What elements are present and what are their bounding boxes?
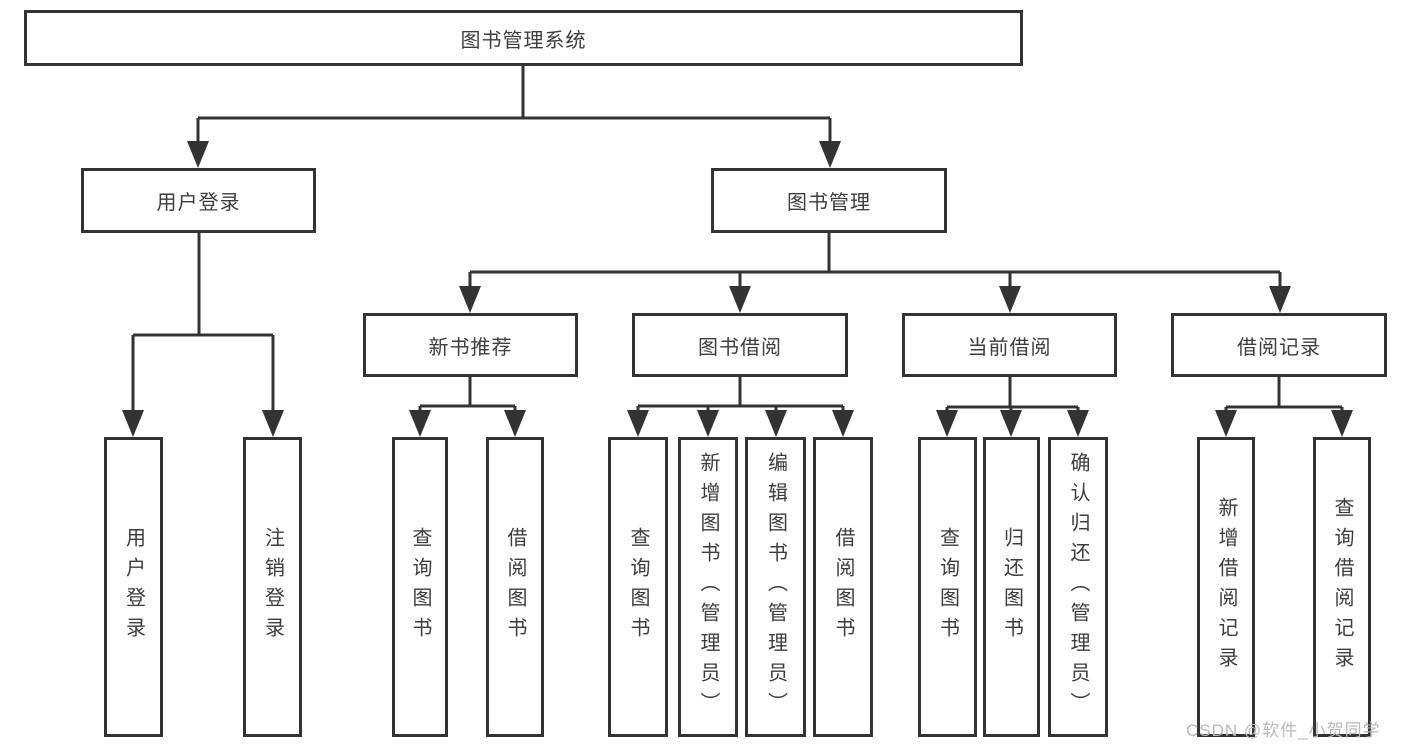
connector-book-borrow-group [636, 377, 845, 415]
node-new-book-recommend: 新书推荐 [363, 313, 578, 377]
arrowhead-leaf-borrow-books-1 [504, 410, 526, 437]
arrowhead-book-management [819, 141, 841, 168]
connector-new-book-recommend-group [418, 377, 517, 415]
leaf-borrow-books-label: 借阅图书 [832, 527, 854, 647]
arrowhead-leaf-add-borrow-record [1215, 410, 1237, 437]
arrowhead-leaf-query-books-3 [936, 410, 958, 437]
node-book-borrow: 图书借阅 [632, 313, 848, 377]
node-borrow-records-label: 借阅记录 [1237, 336, 1321, 359]
leaf-query-borrow-record: 查询借阅记录 [1313, 437, 1371, 737]
node-root-label: 图书管理系统 [460, 29, 587, 52]
leaf-borrow-books-recommend: 借阅图书 [486, 437, 544, 737]
node-user-login-label: 用户登录 [156, 192, 241, 214]
leaf-borrow-books: 借阅图书 [813, 437, 873, 737]
node-book-borrow-label: 图书借阅 [698, 336, 782, 359]
leaf-logout-label: 注销登录 [261, 527, 284, 647]
connector-book-management-to-level3 [468, 233, 1282, 291]
leaf-query-books-borrow-label: 查询图书 [627, 527, 649, 647]
node-current-borrow-label: 当前借阅 [967, 336, 1052, 359]
leaf-logout: 注销登录 [243, 437, 302, 737]
node-current-borrow: 当前借阅 [902, 313, 1117, 377]
connector-current-borrow-group [945, 377, 1080, 415]
leaf-add-borrow-record-label: 新增借阅记录 [1215, 497, 1237, 677]
arrowhead-borrow-records [1269, 286, 1291, 313]
node-book-management-label: 图书管理 [787, 192, 871, 214]
leaf-confirm-return-admin-label: 确认归还（管理员） [1067, 452, 1089, 722]
node-book-management: 图书管理 [711, 168, 947, 233]
connector-borrow-records-group [1224, 377, 1344, 415]
leaf-borrow-books-recommend-label: 借阅图书 [504, 527, 526, 647]
leaf-user-login: 用户登录 [104, 437, 163, 737]
arrowhead-leaf-confirm-return [1067, 410, 1089, 437]
node-user-login: 用户登录 [81, 168, 316, 233]
leaf-add-borrow-record: 新增借阅记录 [1197, 437, 1255, 737]
arrowhead-leaf-login [122, 410, 144, 437]
leaf-return-books: 归还图书 [983, 437, 1040, 737]
leaf-add-books-admin: 新增图书（管理员） [678, 437, 738, 737]
arrowhead-book-borrow [729, 286, 751, 313]
leaf-confirm-return-admin: 确认归还（管理员） [1048, 437, 1108, 737]
watermark: CSDN @软件_小贺同学 [1186, 721, 1381, 740]
arrowhead-user-login [187, 141, 209, 168]
node-borrow-records: 借阅记录 [1171, 313, 1387, 377]
connector-root-to-level2 [196, 66, 832, 146]
leaf-query-borrow-record-label: 查询借阅记录 [1331, 497, 1353, 677]
arrowhead-leaf-edit-books [765, 410, 787, 437]
leaf-query-books-recommend-label: 查询图书 [409, 527, 431, 647]
connector-user-login-group [131, 232, 275, 415]
leaf-return-books-label: 归还图书 [1000, 527, 1023, 647]
leaf-add-books-admin-label: 新增图书（管理员） [697, 452, 719, 722]
arrowhead-leaf-borrow-books-2 [832, 410, 854, 437]
arrowhead-leaf-query-books-2 [627, 410, 649, 437]
arrowhead-leaf-return-books [1000, 410, 1022, 437]
leaf-edit-books-admin-label: 编辑图书（管理员） [764, 452, 787, 722]
arrowhead-leaf-query-borrow-record [1331, 410, 1353, 437]
leaf-edit-books-admin: 编辑图书（管理员） [745, 437, 806, 737]
leaf-query-books-current: 查询图书 [918, 437, 977, 737]
arrowhead-new-book-recommend [459, 286, 481, 313]
node-new-book-recommend-label: 新书推荐 [428, 336, 513, 359]
leaf-query-books-recommend: 查询图书 [392, 437, 448, 737]
arrowhead-leaf-logout [262, 410, 284, 437]
leaf-query-books-current-label: 查询图书 [936, 527, 959, 647]
arrowhead-current-borrow [999, 286, 1021, 313]
arrowhead-leaf-add-books [697, 410, 719, 437]
arrowhead-leaf-query-books-1 [409, 410, 431, 437]
node-root-system: 图书管理系统 [24, 10, 1023, 66]
leaf-user-login-label: 用户登录 [122, 527, 145, 647]
leaf-query-books-borrow: 查询图书 [608, 437, 668, 737]
